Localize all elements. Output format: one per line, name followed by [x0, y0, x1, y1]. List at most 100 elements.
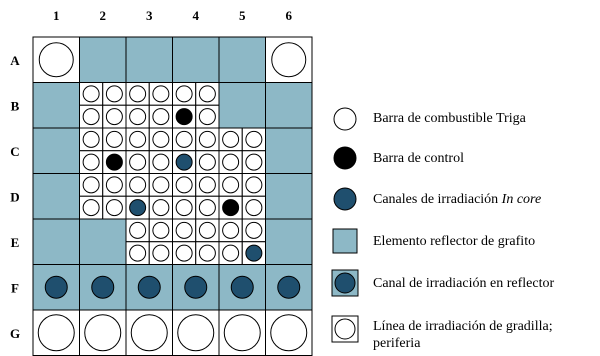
grid-cell-B6: [265, 82, 313, 129]
fuel-rod: [198, 85, 216, 103]
fuel-rod: [245, 153, 263, 171]
fuel-rod: [245, 199, 263, 217]
grid-cell-E6: [265, 218, 313, 265]
legend-incore-label: Canales de irradiación In core: [373, 191, 541, 208]
reflector-channel-F1: [44, 275, 68, 299]
legend-control-symbol: [333, 146, 357, 170]
fuel-rod: [82, 85, 100, 103]
legend-reflector-label: Elemento reflector de grafito: [373, 234, 536, 249]
grid-cell-A2: [79, 36, 127, 83]
fuel-rod: [198, 176, 216, 194]
legend-periphery-label: Línea de irradiación de gradilla; perife…: [373, 318, 553, 352]
legend-incore-text: Canales de irradiación: [373, 192, 502, 207]
grid-cell-F6: [265, 264, 313, 311]
periphery-position-A6: [271, 42, 307, 78]
fuel-rod: [129, 176, 147, 194]
control-rod: [222, 199, 240, 217]
fuel-rod: [152, 176, 170, 194]
fuel-rod: [175, 130, 193, 148]
row-label-B: B: [11, 98, 20, 113]
periphery-position-G1: [37, 314, 75, 352]
grid-cell-A5: [218, 36, 266, 83]
fuel-rod: [198, 130, 216, 148]
row-label-F: F: [11, 280, 19, 295]
fuel-rod: [198, 153, 216, 171]
grid-cell-E2: [79, 218, 127, 265]
legend-reflector-channel-symbol: [334, 272, 356, 294]
fuel-rod: [152, 130, 170, 148]
periphery-position-A1: [38, 42, 74, 78]
fuel-rod: [245, 176, 263, 194]
fuel-rod: [175, 244, 193, 262]
periphery-position-G6: [270, 314, 308, 352]
fuel-rod: [129, 244, 147, 262]
column-label-1: 1: [53, 8, 60, 23]
reflector-channel-F2: [91, 275, 115, 299]
legend-incore-italic: In core: [501, 192, 542, 207]
fuel-rod: [152, 153, 170, 171]
grid-cell-C1: [32, 127, 80, 174]
periphery-position-G4: [177, 314, 215, 352]
fuel-rod: [245, 130, 263, 148]
legend-periphery-line2: periferia: [373, 336, 421, 351]
reflector-channel-F3: [137, 275, 161, 299]
legend-incore-symbol: [333, 187, 357, 211]
grid-cell-A4: [172, 36, 220, 83]
fuel-rod: [198, 244, 216, 262]
fuel-rod: [198, 108, 216, 126]
fuel-rod: [129, 85, 147, 103]
fuel-rod: [222, 153, 240, 171]
fuel-rod: [82, 176, 100, 194]
control-rod: [175, 108, 193, 126]
incore-irradiation-channel: [245, 244, 263, 262]
column-label-5: 5: [239, 8, 246, 23]
periphery-position-G5: [223, 314, 261, 352]
fuel-rod: [222, 244, 240, 262]
fuel-rod: [175, 85, 193, 103]
periphery-position-G2: [84, 314, 122, 352]
legend-reflector-channel-label: Canal de irradiación en reflector: [373, 276, 555, 291]
fuel-rod: [129, 108, 147, 126]
fuel-rod: [152, 221, 170, 239]
row-label-A: A: [10, 53, 20, 68]
reflector-channel-F4: [184, 275, 208, 299]
fuel-rod: [198, 199, 216, 217]
fuel-rod: [152, 108, 170, 126]
fuel-rod: [82, 130, 100, 148]
fuel-rod: [152, 244, 170, 262]
fuel-rod: [152, 199, 170, 217]
grid-cell-B5: [218, 82, 266, 129]
fuel-rod: [82, 108, 100, 126]
fuel-rod: [82, 199, 100, 217]
legend-fuel-label: Barra de combustible Triga: [373, 111, 526, 126]
row-label-D: D: [10, 189, 19, 204]
legend-reflector-symbol: [332, 228, 358, 254]
fuel-rod: [152, 85, 170, 103]
grid-cell-A3: [125, 36, 173, 83]
fuel-rod: [105, 199, 123, 217]
row-label-C: C: [10, 144, 19, 159]
column-label-4: 4: [193, 8, 200, 23]
control-rod: [105, 153, 123, 171]
incore-irradiation-channel: [129, 199, 147, 217]
fuel-rod: [129, 221, 147, 239]
fuel-rod: [198, 221, 216, 239]
fuel-rod: [175, 221, 193, 239]
column-label-2: 2: [100, 8, 107, 23]
fuel-rod: [175, 199, 193, 217]
fuel-rod: [105, 176, 123, 194]
reflector-channel-F6: [277, 275, 301, 299]
row-label-G: G: [10, 326, 20, 341]
legend-fuel-symbol: [333, 107, 357, 131]
legend-periphery-line1: Línea de irradiación de gradilla;: [373, 319, 553, 334]
fuel-rod: [245, 221, 263, 239]
fuel-rod: [129, 130, 147, 148]
grid-cell-B1: [32, 82, 80, 129]
legend-periphery-symbol: [334, 318, 356, 340]
grid-cell-D6: [265, 173, 313, 220]
fuel-rod: [129, 153, 147, 171]
grid-cell-C6: [265, 127, 313, 174]
fuel-rod: [222, 176, 240, 194]
column-label-6: 6: [286, 8, 293, 23]
